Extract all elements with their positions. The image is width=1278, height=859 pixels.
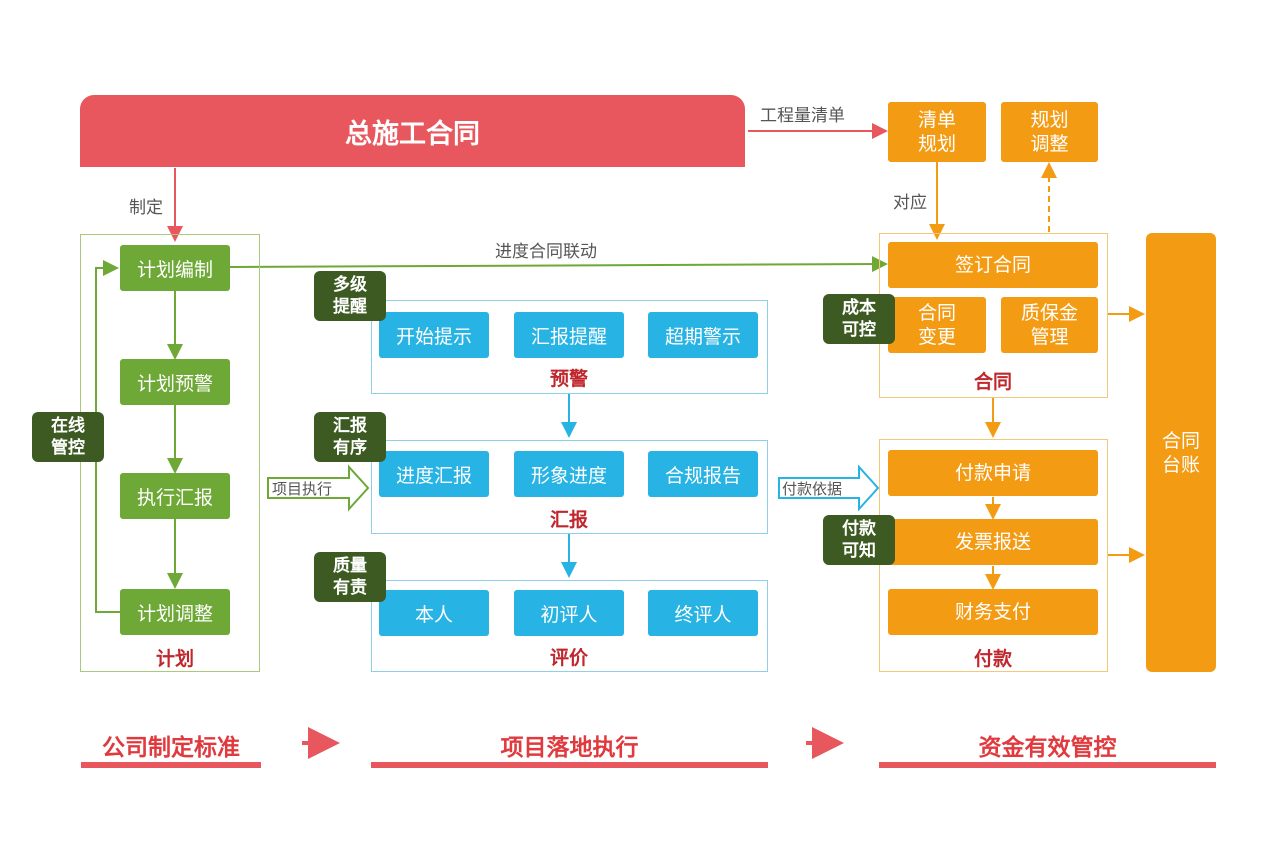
invoice-submit-box[interactable]: 发票报送 [888, 519, 1098, 565]
orderly-report-badge: 汇报 有序 [314, 412, 386, 462]
visual-progress-box[interactable]: 形象进度 [514, 451, 624, 497]
contract-title: 合同 [973, 371, 1012, 393]
pay-basis-label: 付款依据 [782, 480, 843, 498]
bottom-label-execute: 项目落地执行 [500, 735, 639, 761]
report-title: 汇报 [549, 509, 588, 531]
final-reviewer-box[interactable]: 终评人 [648, 590, 758, 636]
bottom-underline-3 [879, 762, 1216, 768]
main-contract-banner: 总施工合同 [80, 95, 745, 167]
arrow-progress-link [229, 256, 888, 273]
start-hint-box[interactable]: 开始提示 [379, 312, 489, 358]
overdue-alert-box[interactable]: 超期警示 [648, 312, 758, 358]
plan-adjust-box[interactable]: 计划调整 [120, 589, 230, 635]
hollow-arrow-project-exec [267, 464, 370, 512]
list-plan-box[interactable]: 清单 规划 [888, 102, 986, 162]
payment-title: 付款 [973, 648, 1012, 670]
bottom-underline-2 [371, 762, 768, 768]
evaluate-title: 评价 [549, 647, 588, 669]
bottom-underline-1 [81, 762, 261, 768]
contract-ledger-box[interactable]: 合同 台账 [1146, 233, 1216, 672]
warning-title: 预警 [549, 368, 588, 390]
formulate-label: 制定 [129, 198, 163, 218]
quality-duty-badge: 质量 有责 [314, 552, 386, 602]
quantity-list-label: 工程量清单 [760, 106, 845, 126]
multi-remind-badge: 多级 提醒 [314, 271, 386, 321]
evaluate-panel [371, 580, 768, 672]
sign-contract-box[interactable]: 签订合同 [888, 242, 1098, 288]
progress-report-box[interactable]: 进度汇报 [379, 451, 489, 497]
plan-warning-box[interactable]: 计划预警 [120, 359, 230, 405]
progress-link-label: 进度合同联动 [495, 242, 597, 262]
bottom-label-fund-control: 资金有效管控 [978, 735, 1117, 761]
correspond-label: 对应 [893, 193, 927, 213]
plan-adjust-top-box[interactable]: 规划 调整 [1001, 102, 1098, 162]
hollow-arrow-pay-basis [778, 464, 880, 512]
finance-pay-box[interactable]: 财务支付 [888, 589, 1098, 635]
self-box[interactable]: 本人 [379, 590, 489, 636]
cost-control-badge: 成本 可控 [823, 294, 895, 344]
payment-visible-badge: 付款 可知 [823, 515, 895, 565]
deposit-manage-box[interactable]: 质保金 管理 [1001, 297, 1098, 353]
warning-panel [371, 300, 768, 394]
bottom-label-standard: 公司制定标准 [102, 735, 240, 761]
plan-title: 计划 [155, 648, 194, 670]
report-remind-box[interactable]: 汇报提醒 [514, 312, 624, 358]
first-reviewer-box[interactable]: 初评人 [514, 590, 624, 636]
contract-change-box[interactable]: 合同 变更 [888, 297, 986, 353]
pay-apply-box[interactable]: 付款申请 [888, 450, 1098, 496]
plan-compile-box[interactable]: 计划编制 [120, 245, 230, 291]
compliance-report-box[interactable]: 合规报告 [648, 451, 758, 497]
report-panel [371, 440, 768, 534]
project-exec-label: 项目执行 [272, 480, 333, 498]
exec-report-box[interactable]: 执行汇报 [120, 473, 230, 519]
online-control-badge: 在线 管控 [32, 412, 104, 462]
